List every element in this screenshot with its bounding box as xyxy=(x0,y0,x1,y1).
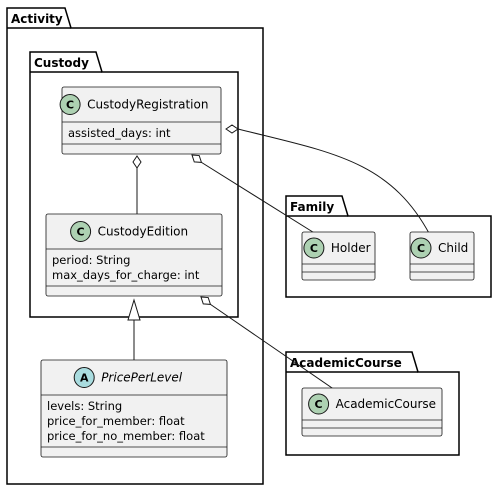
class-attribute: assisted_days: int xyxy=(68,126,171,140)
class-attribute: price_for_member: float xyxy=(47,414,185,428)
class-icon-letter: C xyxy=(77,226,85,239)
class-attribute: price_for_no_member: float xyxy=(47,429,205,443)
class-icon xyxy=(70,221,92,242)
class-price-per-level[interactable]: A PricePerLevel levels: Stringprice_for_me… xyxy=(40,359,228,458)
class-name: CustodyRegistration xyxy=(87,98,208,112)
class-name: PricePerLevel xyxy=(101,371,183,385)
class-holder[interactable]: C Holder xyxy=(301,231,376,281)
class-icon-letter: C xyxy=(66,99,74,112)
class-icon xyxy=(308,393,330,415)
class-box xyxy=(301,387,443,437)
class-box xyxy=(61,86,222,155)
edge-registration-edition xyxy=(132,155,142,214)
abstract-class-icon xyxy=(73,367,95,388)
class-attribute: period: String xyxy=(52,253,130,267)
class-name: AcademicCourse xyxy=(336,397,436,411)
package-title: AcademicCourse xyxy=(290,356,402,370)
package-title: Activity xyxy=(11,12,63,26)
class-child[interactable]: C Child xyxy=(409,231,475,281)
edge-edition-academic-course xyxy=(200,296,336,391)
class-name: Holder xyxy=(331,241,371,255)
class-icon xyxy=(410,237,432,259)
edge-inheritance-price-edition xyxy=(127,298,141,360)
class-icon-letter: C xyxy=(310,242,318,255)
class-name: CustodyEdition xyxy=(98,225,189,239)
package-title: Family xyxy=(290,200,334,214)
class-icon-letter: A xyxy=(80,372,89,385)
package-title: Custody xyxy=(34,56,89,70)
class-icon-letter: C xyxy=(417,242,425,255)
class-icon xyxy=(59,94,81,115)
edge-registration-holder xyxy=(191,154,317,235)
class-attribute: max_days_for_charge: int xyxy=(52,268,200,282)
class-icon xyxy=(303,237,325,259)
class-name: Child xyxy=(438,241,468,255)
class-icon-letter: C xyxy=(315,398,323,411)
class-attribute: levels: String xyxy=(47,399,122,413)
class-custody-edition[interactable]: C CustodyEdition period: Stringmax_days_fo… xyxy=(45,213,223,297)
edge-registration-child xyxy=(225,124,431,236)
class-custody-registration[interactable]: C CustodyRegistration assisted_days: int xyxy=(59,86,222,155)
class-academic-course[interactable]: C AcademicCourse xyxy=(301,387,443,437)
